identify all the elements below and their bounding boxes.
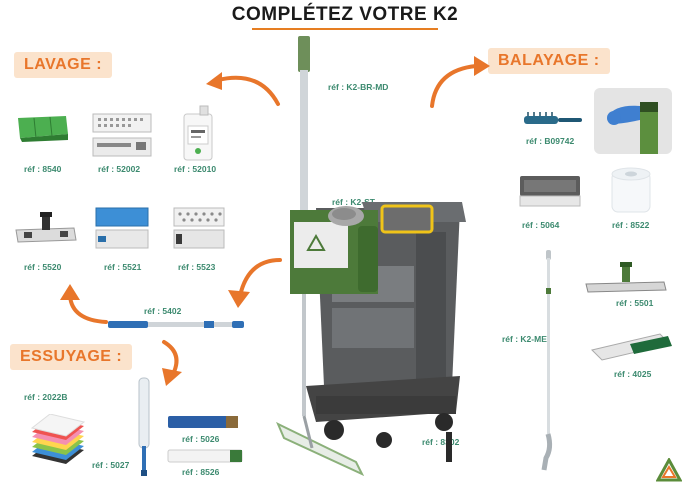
- blue-duster-sleeve-image: [168, 416, 238, 428]
- section-essuyage: ESSUYAGE :: [10, 344, 133, 370]
- page-title: COMPLÉTEZ VOTRE K2: [231, 4, 459, 25]
- brand-logo-icon: [656, 458, 682, 482]
- ref-8526: réf : 8526: [182, 467, 220, 477]
- green-sweeping-pad-image: [591, 333, 672, 361]
- gloved-hand-photo-image: [594, 88, 672, 154]
- ref-b09742: réf : B09742: [526, 136, 575, 146]
- mop-holder-plate-image: [15, 212, 77, 243]
- ref-5027: réf : 5027: [92, 460, 130, 470]
- disposable-cloth-roll-image: [611, 167, 651, 213]
- ref-5523: réf : 5523: [178, 262, 216, 272]
- ref-5520: réf : 5520: [24, 262, 62, 272]
- duster-tool-image: [138, 377, 150, 476]
- brush-image: [524, 112, 582, 124]
- white-duster-sleeve-image: [167, 449, 243, 463]
- ref-k2-br-md: réf : K2-BR-MD: [328, 82, 389, 92]
- k2-cleaning-cart-image: [276, 36, 466, 476]
- ref-5501: réf : 5501: [616, 298, 654, 308]
- wash-mop-labels-image: [92, 113, 152, 157]
- ref-k2-st: réf : K2-ST: [332, 197, 375, 207]
- ref-5521: réf : 5521: [104, 262, 142, 272]
- ref-k2-me: réf : K2-ME: [502, 334, 547, 344]
- ergonomic-handle-image: [541, 250, 553, 471]
- ref-52002: réf : 52002: [98, 164, 141, 174]
- grey-mop-pad-image: [173, 207, 225, 249]
- title-underline: [252, 28, 438, 30]
- ref-8522: réf : 8522: [612, 220, 650, 230]
- ref-52010: réf : 52010: [174, 164, 217, 174]
- ref-8540: réf : 8540: [24, 164, 62, 174]
- ref-4025: réf : 4025: [614, 369, 652, 379]
- colored-cloths-stack-image: [30, 414, 86, 464]
- ref-5402: réf : 5402: [144, 306, 182, 316]
- ref-5026: réf : 5026: [182, 434, 220, 444]
- green-mop-pad-image: [18, 116, 68, 142]
- telescopic-handle-image: [108, 321, 244, 328]
- arrow-to-lavage-icon: [206, 72, 280, 106]
- section-balayage: BALAYAGE :: [488, 48, 610, 74]
- sweeping-mop-image: [519, 176, 581, 207]
- ref-5064: réf : 5064: [522, 220, 560, 230]
- arrow-down-essuyage-icon: [162, 340, 182, 386]
- detergent-bottle-image: [183, 105, 213, 161]
- ref-2022b: réf : 2022B: [24, 392, 68, 402]
- arrow-to-balayage-icon: [430, 56, 490, 108]
- floor-frame-image: [585, 262, 667, 293]
- arrow-to-handle-icon: [228, 258, 282, 308]
- ref-8302: réf : 8302: [422, 437, 460, 447]
- blue-microfiber-mop-image: [95, 207, 149, 249]
- arrow-up-lavage-icon: [60, 284, 108, 324]
- section-lavage: LAVAGE :: [14, 52, 113, 78]
